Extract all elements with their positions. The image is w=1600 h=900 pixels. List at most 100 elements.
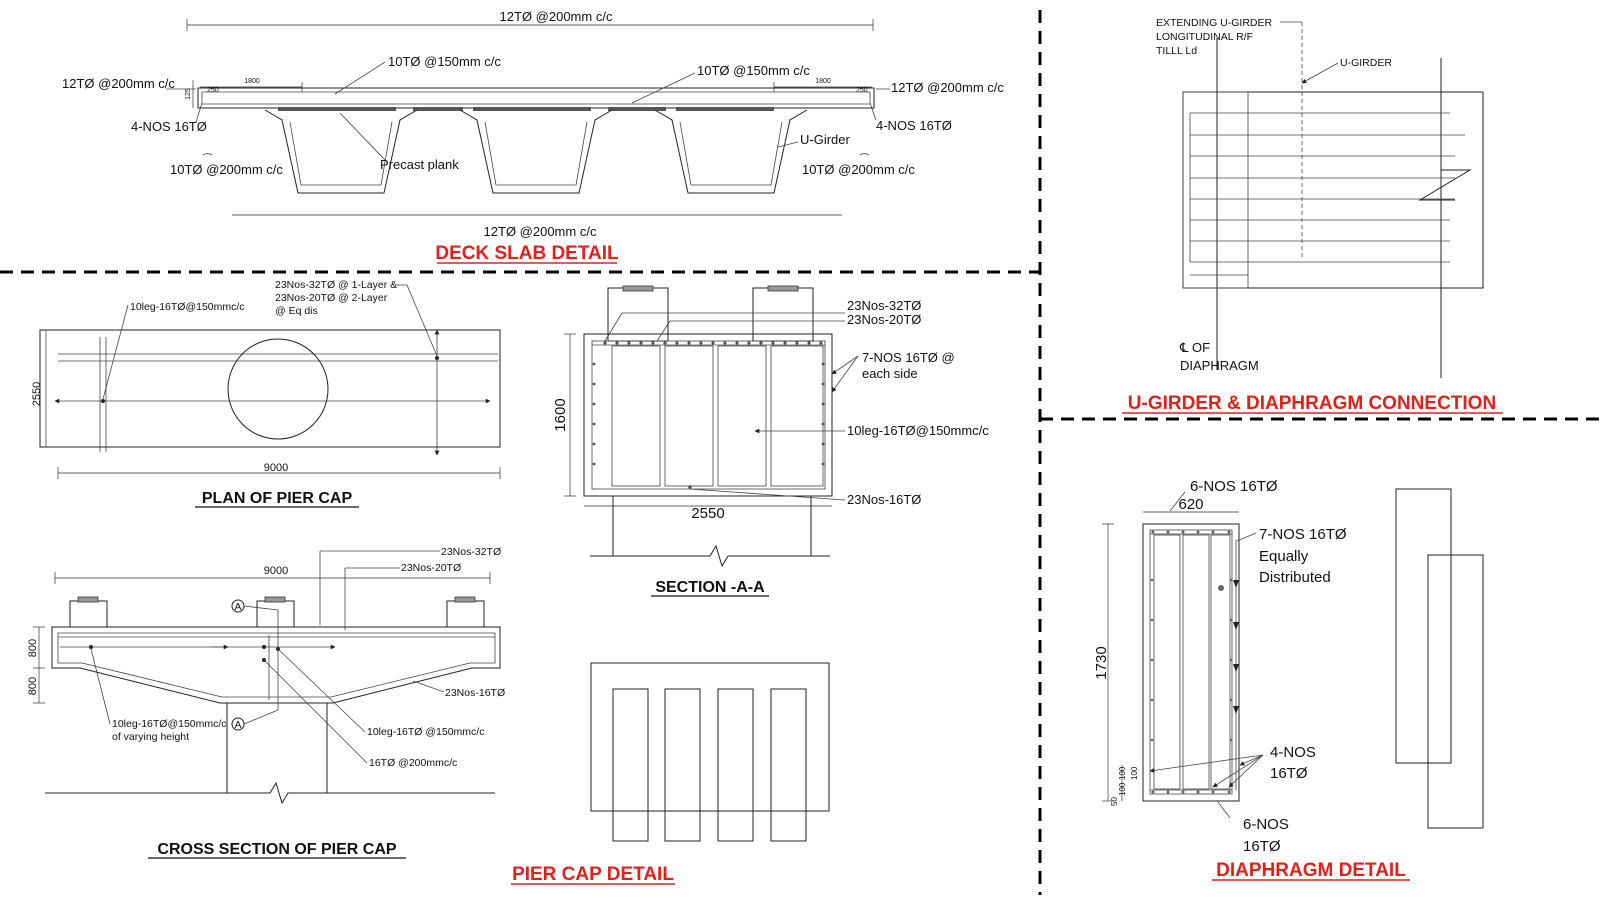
deck-right-top-label: 12TØ @200mm c/c bbox=[891, 80, 1004, 95]
xsec-bar-4: 16TØ @200mmc/c bbox=[369, 757, 457, 769]
xsec-bar-1: 23Nos-32TØ bbox=[441, 546, 501, 558]
diaph-dim-1730: 1730 bbox=[1093, 646, 1110, 679]
xsec-dim-800-bottom: 800 bbox=[27, 677, 39, 695]
ugd-cl-line-2: DIAPHRAGM bbox=[1180, 358, 1259, 373]
xsec-break-line bbox=[45, 781, 495, 805]
sec-side-line-1: 7-NOS 16TØ @ bbox=[862, 350, 955, 365]
precast-plank-5 bbox=[676, 107, 774, 111]
plan-pier-circle bbox=[227, 338, 329, 440]
diaph-bot-line-2: 16TØ bbox=[1243, 838, 1281, 855]
xsec-bar-3: 23Nos-16TØ bbox=[445, 687, 505, 699]
ugd-ext-line-2: LONGITUDINAL R/F bbox=[1156, 31, 1253, 43]
plan-title: PLAN OF PIER CAP bbox=[202, 490, 353, 507]
ugd-ugirder-label: U-GIRDER bbox=[1340, 57, 1392, 69]
diaph-dim-620: 620 bbox=[1178, 496, 1203, 513]
ugd-cl-line-1: ℄ OF bbox=[1179, 340, 1210, 355]
sec-bar-top-2: 23Nos-20TØ bbox=[847, 312, 921, 327]
ugd-title: U-GIRDER & DIAPHRAGM CONNECTION bbox=[1128, 393, 1496, 414]
deck-mid-right-label: 10TØ @150mm c/c bbox=[697, 63, 810, 78]
xsec-bearing-3 bbox=[446, 600, 485, 628]
sec-top-bars bbox=[603, 341, 823, 345]
sec-title: SECTION -A-A bbox=[655, 579, 765, 596]
diaph-mid-line-2: 16TØ bbox=[1270, 765, 1308, 782]
xsec-title: CROSS SECTION OF PIER CAP bbox=[157, 841, 396, 858]
sheet-dividers bbox=[0, 10, 1600, 895]
u-girder-2 bbox=[459, 109, 613, 194]
pier-cap-detail-title: PIER CAP DETAIL bbox=[512, 864, 674, 885]
diaphragm-detail: 620 1730 100 100 100 50 6-NOS 16TØ 7-NOS… bbox=[1093, 478, 1484, 881]
xsec-mark-a-top: A bbox=[234, 601, 241, 613]
deck-dim-250-right: 250 bbox=[856, 87, 868, 94]
deck-left-bot-label: 10TØ @200mm c/c bbox=[170, 162, 283, 177]
plan-of-pier-cap: 2550 9000 10leg-16TØ@150mmc/c 23Nos-32TØ… bbox=[31, 279, 501, 508]
deck-dim-125: 125 bbox=[185, 88, 192, 100]
diaph-top-bars: 6-NOS 16TØ bbox=[1190, 478, 1278, 495]
xsec-bar-2: 23Nos-20TØ bbox=[401, 562, 461, 574]
pier-cap-column-elevation: PIER CAP DETAIL bbox=[511, 662, 830, 885]
u-girder-1 bbox=[264, 109, 418, 194]
diaph-dim-100-a: 100 bbox=[1118, 766, 1127, 780]
plan-note-3: @ Eq dis bbox=[275, 305, 318, 317]
ugd-ext-line-3: TILLL Ld bbox=[1156, 45, 1197, 57]
precast-plank-3 bbox=[473, 107, 591, 111]
plan-note-2: 23Nos-20TØ @ 2-Layer bbox=[275, 292, 388, 304]
sec-bearing-right bbox=[752, 287, 814, 342]
plan-dim-9000: 9000 bbox=[264, 462, 288, 474]
pier-cap-outline bbox=[590, 662, 830, 812]
plan-note-1: 23Nos-32TØ @ 1-Layer & bbox=[275, 279, 397, 291]
diaph-dim-100-c: 100 bbox=[1118, 782, 1127, 796]
diaph-dim-100-b: 100 bbox=[1130, 766, 1139, 780]
diaph-side-line-1: 7-NOS 16TØ bbox=[1259, 526, 1347, 543]
plan-outline bbox=[39, 329, 501, 448]
xsec-dim-800-top: 800 bbox=[27, 639, 39, 657]
deck-dim-250-left: 250 bbox=[207, 87, 219, 94]
xsec-mark-a-bottom: A bbox=[234, 719, 241, 731]
diaph-bot-line-1: 6-NOS bbox=[1243, 816, 1289, 833]
diaph-bars bbox=[1150, 530, 1233, 794]
sec-outline bbox=[583, 333, 833, 497]
diaph-title: DIAPHRAGM DETAIL bbox=[1216, 860, 1406, 881]
diaph-side-line-3: Distributed bbox=[1259, 569, 1331, 586]
diaph-girder-elev-2 bbox=[1427, 554, 1484, 829]
pier-column-1 bbox=[612, 688, 649, 842]
pier-column-3 bbox=[717, 688, 754, 842]
ugd-break-line bbox=[1418, 169, 1472, 201]
deck-bot-bar-label: 12TØ @200mm c/c bbox=[484, 224, 597, 239]
deck-right-nos-label: 4-NOS 16TØ bbox=[876, 118, 952, 133]
sec-dim-2550: 2550 bbox=[691, 505, 724, 522]
sec-side-bars bbox=[592, 362, 825, 466]
deck-mid-left-label: 10TØ @150mm c/c bbox=[388, 54, 501, 69]
xsec-stirrup-3: 10leg-16TØ @150mmc/c bbox=[367, 726, 484, 738]
deck-slab-detail: 12TØ @200mm c/c 125 1800 1800 250 250 bbox=[62, 9, 1004, 264]
deck-dim-1800-left: 1800 bbox=[244, 78, 260, 85]
sec-stirrup-label: 10leg-16TØ@150mmc/c bbox=[847, 423, 989, 438]
xsec-dim-9000: 9000 bbox=[264, 565, 288, 577]
precast-plank-2 bbox=[413, 107, 463, 111]
cross-section-pier-cap: 9000 A A 800 800 23Nos-32 bbox=[27, 546, 505, 859]
diaph-side-arrows bbox=[1233, 540, 1239, 790]
deck-left-nos-label: 4-NOS 16TØ bbox=[131, 119, 207, 134]
deck-dim-1800-right: 1800 bbox=[815, 78, 831, 85]
diaph-dim-50: 50 bbox=[1110, 797, 1119, 806]
pier-column-4 bbox=[770, 688, 807, 842]
diaph-outline bbox=[1142, 523, 1240, 802]
xsec-bearing-2 bbox=[256, 600, 295, 628]
ugd-girder-outline bbox=[1182, 91, 1484, 289]
xsec-outline bbox=[51, 626, 501, 704]
diaph-mid-line-1: 4-NOS bbox=[1270, 744, 1316, 761]
deck-right-bot-label: 10TØ @200mm c/c bbox=[802, 162, 915, 177]
plan-stirrup-label: 10leg-16TØ@150mmc/c bbox=[130, 301, 245, 313]
section-a-a: 1600 2550 23Nos-32TØ 23Nos-20TØ 7-NOS 16… bbox=[552, 285, 989, 597]
deck-top-bar-label: 12TØ @200mm c/c bbox=[500, 9, 613, 24]
ugd-ext-line-1: EXTENDING U-GIRDER bbox=[1156, 17, 1273, 29]
sec-bearing-left bbox=[607, 287, 669, 342]
precast-plank-4 bbox=[608, 107, 666, 111]
sec-dim-1600: 1600 bbox=[552, 398, 569, 431]
xsec-stirrup-1: 10leg-16TØ@150mmc/c bbox=[112, 718, 227, 730]
xsec-stirrup-2: of varying height bbox=[112, 731, 189, 743]
deck-slab-title: DECK SLAB DETAIL bbox=[435, 243, 619, 264]
xsec-bearing-1 bbox=[69, 600, 108, 628]
precast-plank-1 bbox=[278, 107, 396, 111]
diaph-side-line-2: Equally bbox=[1259, 548, 1309, 565]
